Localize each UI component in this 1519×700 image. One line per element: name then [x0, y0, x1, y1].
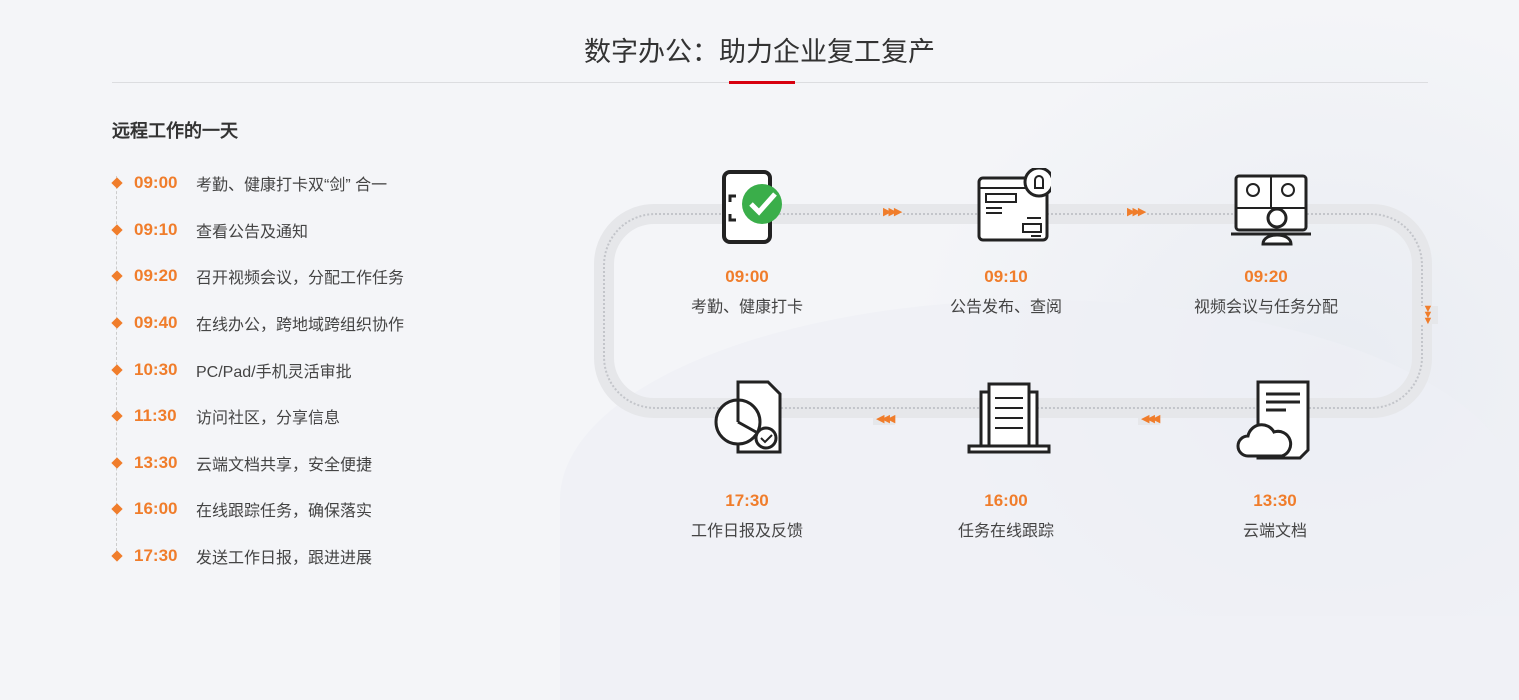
report-chart-icon — [714, 380, 782, 454]
list-item: 11:30 访问社区，分享信息 — [111, 393, 404, 440]
arrow-down-icon: ▼▼▼ — [1418, 304, 1438, 327]
laptop-tasks-icon — [967, 382, 1051, 454]
step-time: 09:00 — [725, 267, 769, 286]
arrow-left-icon: ◀◀◀ — [873, 412, 895, 425]
step-label: 考勤、健康打卡 — [690, 299, 803, 316]
item-text: 在线跟踪任务，确保落实 — [196, 503, 373, 521]
item-time: 11:30 — [134, 406, 177, 426]
step-label: 公告发布、查阅 — [949, 299, 1062, 316]
page-title: 数字办公：助力企业复工复产 — [584, 37, 935, 67]
list-item: 09:20 召开视频会议，分配工作任务 — [111, 253, 405, 300]
list-item: 13:30 云端文档共享，安全便捷 — [111, 440, 404, 487]
item-text: 访问社区，分享信息 — [196, 410, 341, 428]
schedule-list: 09:00 考勤、健康打卡双“剑” 合一 09:10 查看公告及通知 09:20 召开… — [111, 160, 405, 580]
diamond-icon — [111, 364, 123, 376]
diamond-icon — [111, 457, 123, 469]
item-text: PC/Pad/手机灵活审批 — [196, 363, 352, 381]
step-time: 17:30 — [725, 491, 769, 510]
list-item: 09:00 考勤、健康打卡双“剑” 合一 — [111, 160, 404, 207]
arrow-left-icon: ◀◀◀ — [1138, 412, 1160, 425]
item-text: 云端文档共享，安全便捷 — [196, 456, 373, 474]
flow-step: 16:00 任务在线跟踪 — [896, 378, 1116, 541]
flow-step: 09:10 公告发布、查阅 — [896, 166, 1116, 317]
list-item: 09:10 查看公告及通知 — [111, 207, 404, 254]
list-item: 17:30 发送工作日报，跟进进展 — [111, 533, 404, 580]
item-time: 09:20 — [134, 266, 178, 286]
list-item: 16:00 在线跟踪任务，确保落实 — [111, 486, 404, 533]
item-time: 09:40 — [134, 313, 178, 333]
diamond-icon — [111, 317, 123, 329]
diamond-icon — [111, 270, 123, 283]
diamond-icon — [111, 550, 123, 562]
cloud-document-icon — [1236, 380, 1310, 460]
video-meeting-icon — [1231, 174, 1311, 246]
list-item: 09:40 在线办公，跨地域跨组织协作 — [111, 300, 405, 347]
step-label: 工作日报及反馈 — [690, 523, 803, 540]
item-text: 查看公告及通知 — [196, 223, 309, 241]
item-time: 09:00 — [134, 173, 178, 193]
item-time: 09:10 — [134, 219, 178, 239]
item-time: 13:30 — [134, 452, 178, 472]
step-label: 任务在线跟踪 — [957, 523, 1054, 540]
item-text: 召开视频会议，分配工作任务 — [196, 270, 405, 288]
step-time: 16:00 — [984, 491, 1028, 510]
phone-check-icon — [722, 170, 782, 244]
announcement-bell-icon — [977, 166, 1055, 242]
diamond-icon — [111, 224, 123, 236]
diamond-icon — [111, 177, 123, 189]
flow-step: 09:00 考勤、健康打卡 — [637, 168, 857, 317]
diamond-icon — [111, 503, 123, 516]
list-item: 10:30 PC/Pad/手机灵活审批 — [111, 346, 404, 393]
flow-step: 17:30 工作日报及反馈 — [637, 378, 857, 541]
flow-step: 13:30 云端文档 — [1165, 378, 1385, 541]
section-title: 远程工作的一天 — [112, 121, 238, 141]
arrow-right-icon: ▶▶▶ — [1124, 205, 1146, 218]
step-time: 09:10 — [984, 267, 1028, 286]
step-label: 视频会议与任务分配 — [1193, 299, 1338, 316]
step-time: 13:30 — [1253, 491, 1297, 510]
item-text: 发送工作日报，跟进进展 — [196, 550, 373, 568]
diamond-icon — [111, 410, 123, 422]
item-text: 在线办公，跨地域跨组织协作 — [196, 317, 405, 335]
step-time: 09:20 — [1244, 267, 1288, 286]
arrow-right-icon: ▶▶▶ — [880, 205, 902, 218]
item-time: 16:00 — [134, 499, 178, 519]
flow-step: 09:20 视频会议与任务分配 — [1156, 168, 1376, 317]
title-underline — [729, 81, 795, 84]
item-text: 考勤、健康打卡双“剑” 合一 — [196, 177, 388, 195]
item-time: 10:30 — [134, 359, 178, 379]
step-label: 云端文档 — [1242, 523, 1307, 540]
item-time: 17:30 — [134, 546, 178, 566]
